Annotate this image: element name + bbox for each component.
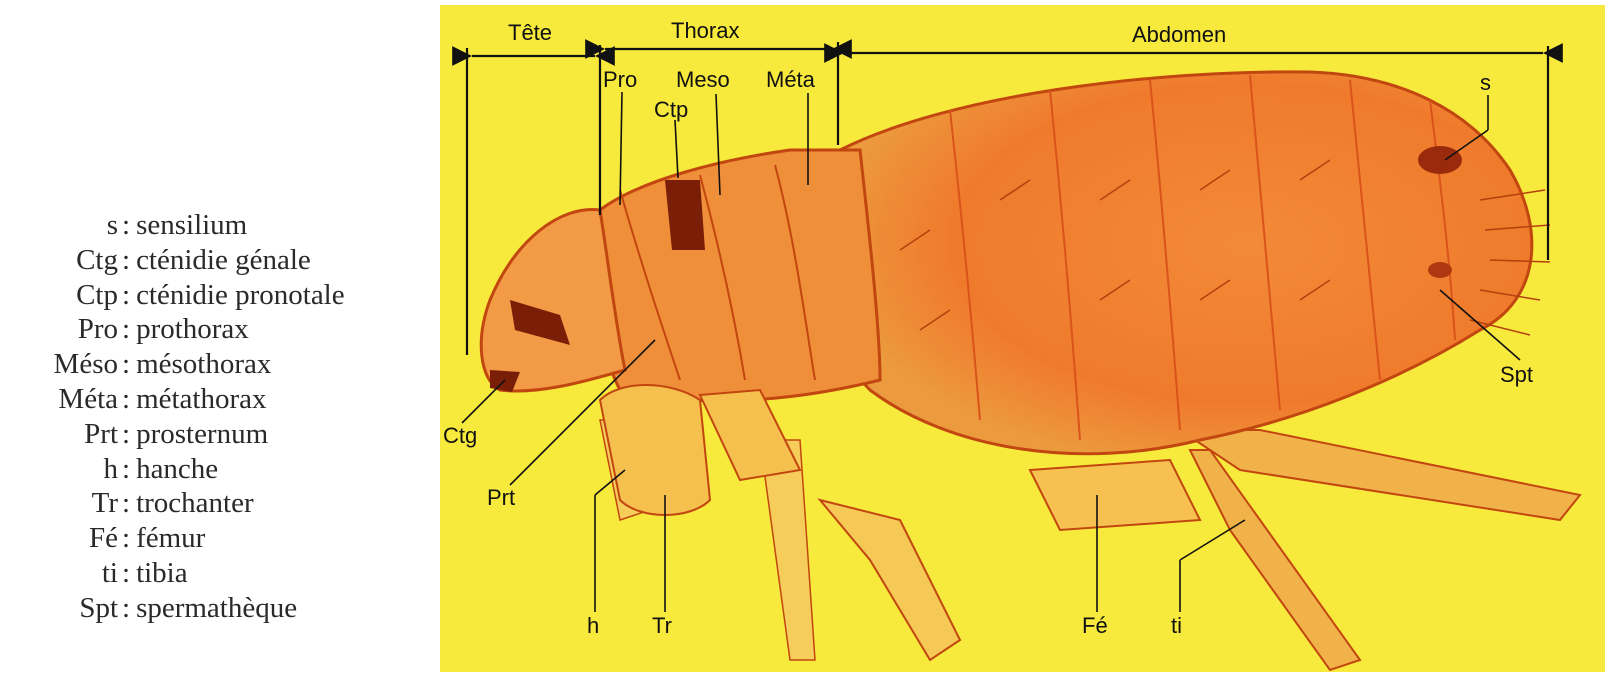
part-label-pro: Pro — [603, 67, 637, 92]
legend-item-ctp: Ctp:cténidie pronotale — [0, 278, 425, 313]
part-label-tr: Tr — [652, 613, 672, 638]
region-label-thorax: Thorax — [671, 18, 739, 43]
legend-list: s:sensilium Ctg:cténidie génale Ctp:ctén… — [0, 208, 425, 626]
part-label-ctp: Ctp — [654, 97, 688, 122]
legend-item-ti: ti:tibia — [0, 556, 425, 591]
part-label-spt: Spt — [1500, 362, 1533, 387]
legend-item-fe: Fé:fémur — [0, 521, 425, 556]
part-label-meso: Meso — [676, 67, 730, 92]
region-label-abdomen: Abdomen — [1132, 22, 1226, 47]
flea-diagram: Tête Thorax Abdomen Pro Meso Méta Ctp s … — [440, 0, 1610, 678]
part-label-fe: Fé — [1082, 613, 1108, 638]
legend-item-pro: Pro:prothorax — [0, 312, 425, 347]
part-label-h: h — [587, 613, 599, 638]
legend-item-tr: Tr:trochanter — [0, 486, 425, 521]
region-label-head: Tête — [508, 20, 552, 45]
legend-item-meta: Méta:métathorax — [0, 382, 425, 417]
part-label-ctg: Ctg — [443, 423, 477, 448]
part-label-prt: Prt — [487, 485, 515, 510]
part-label-s: s — [1480, 70, 1491, 95]
legend-item-prt: Prt:prosternum — [0, 417, 425, 452]
legend-item-spt: Spt:spermathèque — [0, 591, 425, 626]
part-label-meta: Méta — [766, 67, 816, 92]
part-label-ti: ti — [1171, 613, 1182, 638]
legend-item-meso: Méso:mésothorax — [0, 347, 425, 382]
legend-item-ctg: Ctg:cténidie génale — [0, 243, 425, 278]
legend-item-h: h:hanche — [0, 452, 425, 487]
legend-item-s: s:sensilium — [0, 208, 425, 243]
